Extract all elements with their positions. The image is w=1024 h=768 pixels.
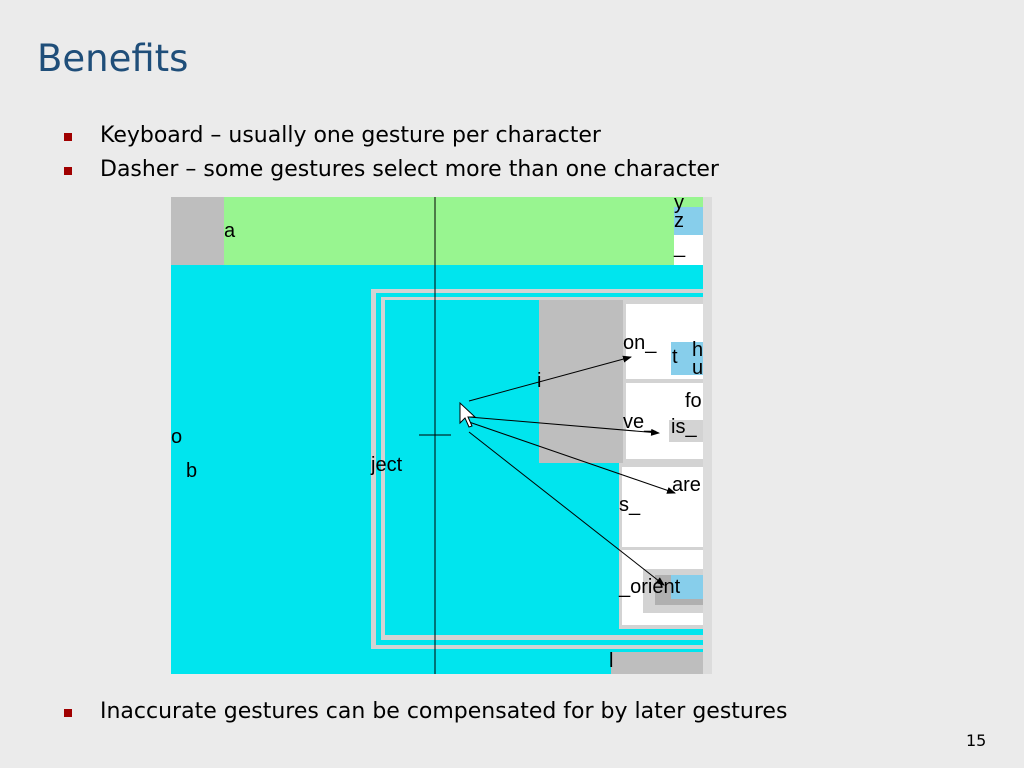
- dasher-box-space: [674, 235, 703, 265]
- dasher-label: s_: [619, 494, 641, 516]
- dasher-label: _orient: [619, 576, 681, 598]
- slide-title: Benefits: [37, 37, 189, 80]
- dasher-box-is: [669, 420, 703, 442]
- dasher-label: ject: [371, 454, 403, 476]
- dasher-box-are: [622, 467, 703, 547]
- bullet-text: Keyboard – usually one gesture per chara…: [100, 123, 601, 148]
- gesture-arrow: [468, 416, 660, 436]
- dasher-box-i: [539, 300, 623, 463]
- gesture-arrow: [468, 421, 676, 494]
- dasher-label: l: [609, 650, 614, 672]
- gesture-arrow: [468, 431, 665, 586]
- dasher-edge-strip: [703, 197, 712, 674]
- bullet-text: Dasher – some gestures select more than …: [100, 157, 719, 182]
- dasher-box-gray-top: [171, 197, 224, 265]
- bullet-marker-icon: [64, 709, 72, 717]
- mouse-pointer-icon: [459, 401, 477, 428]
- dasher-label: on_: [623, 332, 657, 354]
- dasher-box-z: [674, 207, 703, 235]
- dasher-label: fo: [685, 390, 702, 412]
- dasher-label: t: [672, 346, 678, 368]
- dasher-label: h: [692, 339, 704, 361]
- dasher-label: a: [224, 220, 236, 242]
- dasher-diagram: a y z _ o b ject i on_ t h u fo ve_ is_ …: [171, 197, 712, 674]
- dasher-label: b: [186, 460, 198, 482]
- dasher-label: ve_: [623, 411, 656, 433]
- dasher-box-a: [224, 197, 703, 265]
- dasher-box-l: [611, 652, 703, 674]
- gesture-arrow: [468, 355, 632, 402]
- dasher-box-ent: [671, 575, 703, 599]
- bullet-marker-icon: [64, 133, 72, 141]
- dasher-label: z: [674, 210, 684, 232]
- dasher-label: is_: [671, 416, 697, 438]
- dasher-label: o: [171, 426, 183, 448]
- dasher-label: _: [674, 236, 686, 258]
- bullet-marker-icon: [64, 167, 72, 175]
- dasher-label: u: [692, 357, 704, 379]
- dasher-label: i: [537, 370, 542, 392]
- dasher-label: are: [672, 474, 701, 496]
- page-number: 15: [966, 731, 987, 750]
- bullet-text: Inaccurate gestures can be compensated f…: [100, 699, 788, 724]
- dasher-label: y: [674, 197, 684, 214]
- dasher-overlay: [419, 197, 676, 674]
- dasher-box-t: [671, 342, 703, 375]
